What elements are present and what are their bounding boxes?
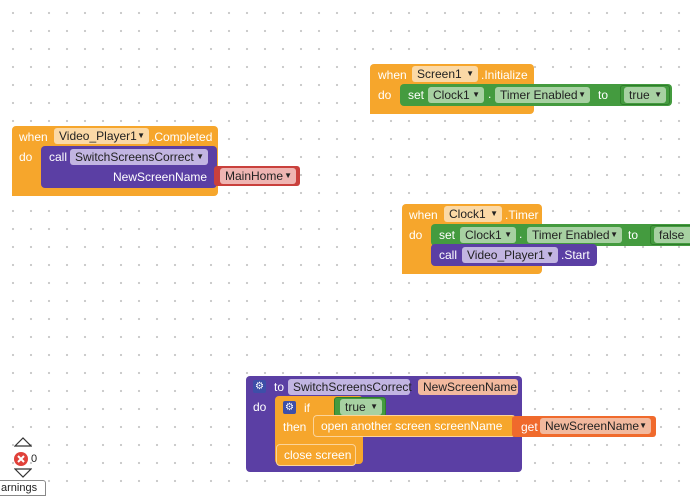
chevron-down-icon: ▼ — [610, 230, 618, 239]
dropdown-label: Clock1 — [433, 88, 470, 102]
dropdown-label: MainHome — [225, 169, 284, 183]
procedure-name-field[interactable]: SwitchScreensCorrect — [288, 379, 412, 395]
chevron-down-icon: ▼ — [490, 209, 498, 218]
component-dropdown[interactable]: Video_Player1▼ — [462, 247, 558, 263]
event-name: .Completed — [151, 130, 213, 144]
chevron-down-icon: ▼ — [370, 402, 378, 411]
to-keyword: to — [628, 228, 639, 242]
boolean-dropdown[interactable]: true ▼ — [340, 399, 382, 415]
dropdown-label: Video_Player1 — [59, 129, 137, 143]
procedure-dropdown[interactable]: SwitchScreensCorrect▼ — [70, 149, 208, 165]
chevron-down-icon: ▼ — [654, 90, 662, 99]
screen-name-dropdown[interactable]: MainHome▼ — [220, 168, 296, 184]
error-icon[interactable] — [13, 451, 29, 467]
dropdown-label: false — [659, 228, 685, 242]
chevron-down-icon: ▼ — [504, 230, 512, 239]
chevron-down-icon: ▼ — [137, 131, 145, 140]
call-keyword: call — [439, 248, 458, 262]
boolean-dropdown[interactable]: true ▼ — [624, 87, 666, 103]
field-label: NewScreenName — [423, 380, 518, 394]
dropdown-label: Video_Player1 — [467, 248, 545, 262]
dropdown-label: Timer Enabled — [500, 88, 578, 102]
event-name: .Timer — [505, 208, 539, 222]
dropdown-label: true — [345, 400, 366, 414]
property-dropdown[interactable]: Timer Enabled▼ — [495, 87, 590, 103]
close-screen-label: close screen — [284, 448, 352, 462]
get-keyword: get — [521, 420, 538, 434]
dropdown-label: Clock1 — [465, 228, 502, 242]
dropdown-label: NewScreenName — [545, 419, 640, 433]
param-label: NewScreenName — [113, 170, 208, 184]
gear-icon[interactable]: ⚙ — [283, 401, 296, 414]
open-screen-label: open another screen screenName — [321, 419, 503, 433]
call-keyword: call — [49, 150, 68, 164]
scroll-down-arrow-icon[interactable] — [14, 468, 32, 478]
when-keyword: when — [378, 68, 407, 82]
chevron-down-icon: ▼ — [466, 69, 474, 78]
variable-dropdown[interactable]: NewScreenName▼ — [540, 418, 651, 434]
do-keyword: do — [19, 150, 33, 164]
when-keyword: when — [409, 208, 438, 222]
event-name: .Initialize — [481, 68, 528, 82]
set-keyword: set — [408, 88, 425, 102]
error-count: 0 — [31, 453, 38, 465]
chevron-down-icon: ▼ — [639, 421, 647, 430]
then-keyword: then — [283, 420, 307, 434]
target-component-dropdown[interactable]: Clock1▼ — [428, 87, 484, 103]
target-component-dropdown[interactable]: Clock1▼ — [460, 227, 516, 243]
parameter-name-field[interactable]: NewScreenName — [418, 379, 518, 395]
boolean-dropdown[interactable]: false — [654, 227, 690, 243]
dropdown-label: Clock1 — [449, 207, 486, 221]
field-label: SwitchScreensCorrect — [293, 380, 412, 394]
do-keyword: do — [378, 88, 392, 102]
scroll-up-arrow-icon[interactable] — [14, 437, 32, 447]
chevron-down-icon: ▼ — [284, 171, 292, 180]
component-dropdown[interactable]: Video_Player1▼ — [54, 128, 149, 144]
dropdown-label: true — [629, 88, 650, 102]
to-keyword: to — [274, 380, 285, 394]
close-screen-block[interactable] — [276, 444, 356, 466]
dropdown-label: Screen1 — [417, 67, 462, 81]
dropdown-label: Timer Enabled — [532, 228, 610, 242]
if-keyword: if — [304, 401, 310, 415]
do-keyword: do — [253, 400, 267, 414]
do-keyword: do — [409, 228, 423, 242]
component-dropdown[interactable]: Screen1 ▼ — [412, 66, 478, 82]
chevron-down-icon: ▼ — [546, 250, 554, 259]
chevron-down-icon: ▼ — [578, 90, 586, 99]
gear-icon[interactable]: ⚙ — [253, 380, 266, 393]
dot-separator: . — [488, 87, 492, 101]
set-keyword: set — [439, 228, 456, 242]
dropdown-label: SwitchScreensCorrect — [75, 150, 194, 164]
chevron-down-icon: ▼ — [196, 152, 204, 161]
to-keyword: to — [598, 88, 609, 102]
component-dropdown[interactable]: Clock1 ▼ — [444, 206, 502, 222]
show-warnings-button[interactable]: arnings — [0, 480, 46, 496]
dot-separator: . — [519, 227, 523, 241]
when-keyword: when — [19, 130, 48, 144]
method-name: .Start — [561, 248, 590, 262]
property-dropdown[interactable]: Timer Enabled▼ — [527, 227, 622, 243]
chevron-down-icon: ▼ — [472, 90, 480, 99]
